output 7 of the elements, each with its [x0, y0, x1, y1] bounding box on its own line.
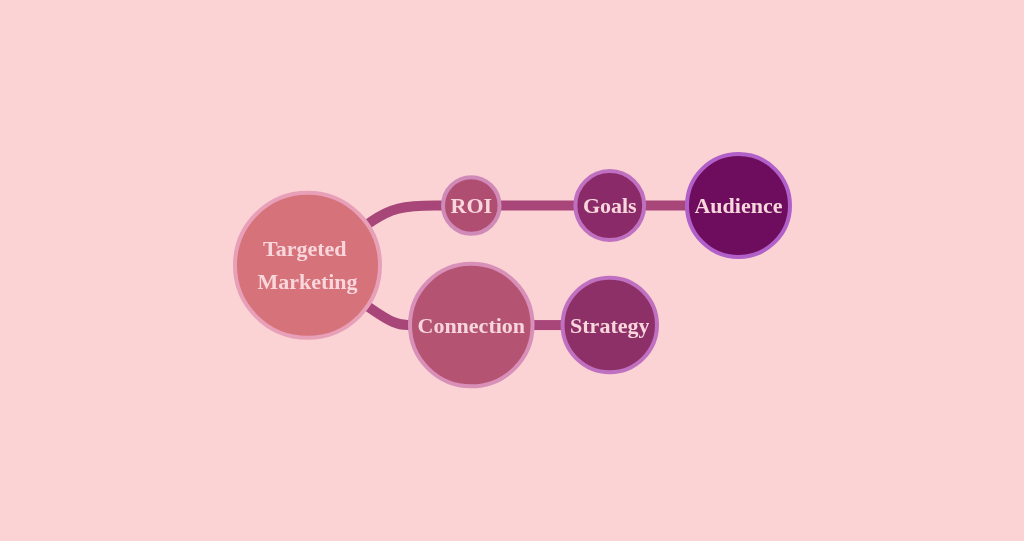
connector	[499, 200, 576, 211]
node-circle: Strategy	[560, 276, 659, 375]
node-circle: ROI	[440, 175, 502, 237]
node-circle: Audience	[684, 152, 792, 260]
node-circle: Goals	[572, 169, 646, 243]
node-circle: Connection	[407, 262, 535, 389]
node-circle: Targeted Marketing	[232, 191, 382, 341]
